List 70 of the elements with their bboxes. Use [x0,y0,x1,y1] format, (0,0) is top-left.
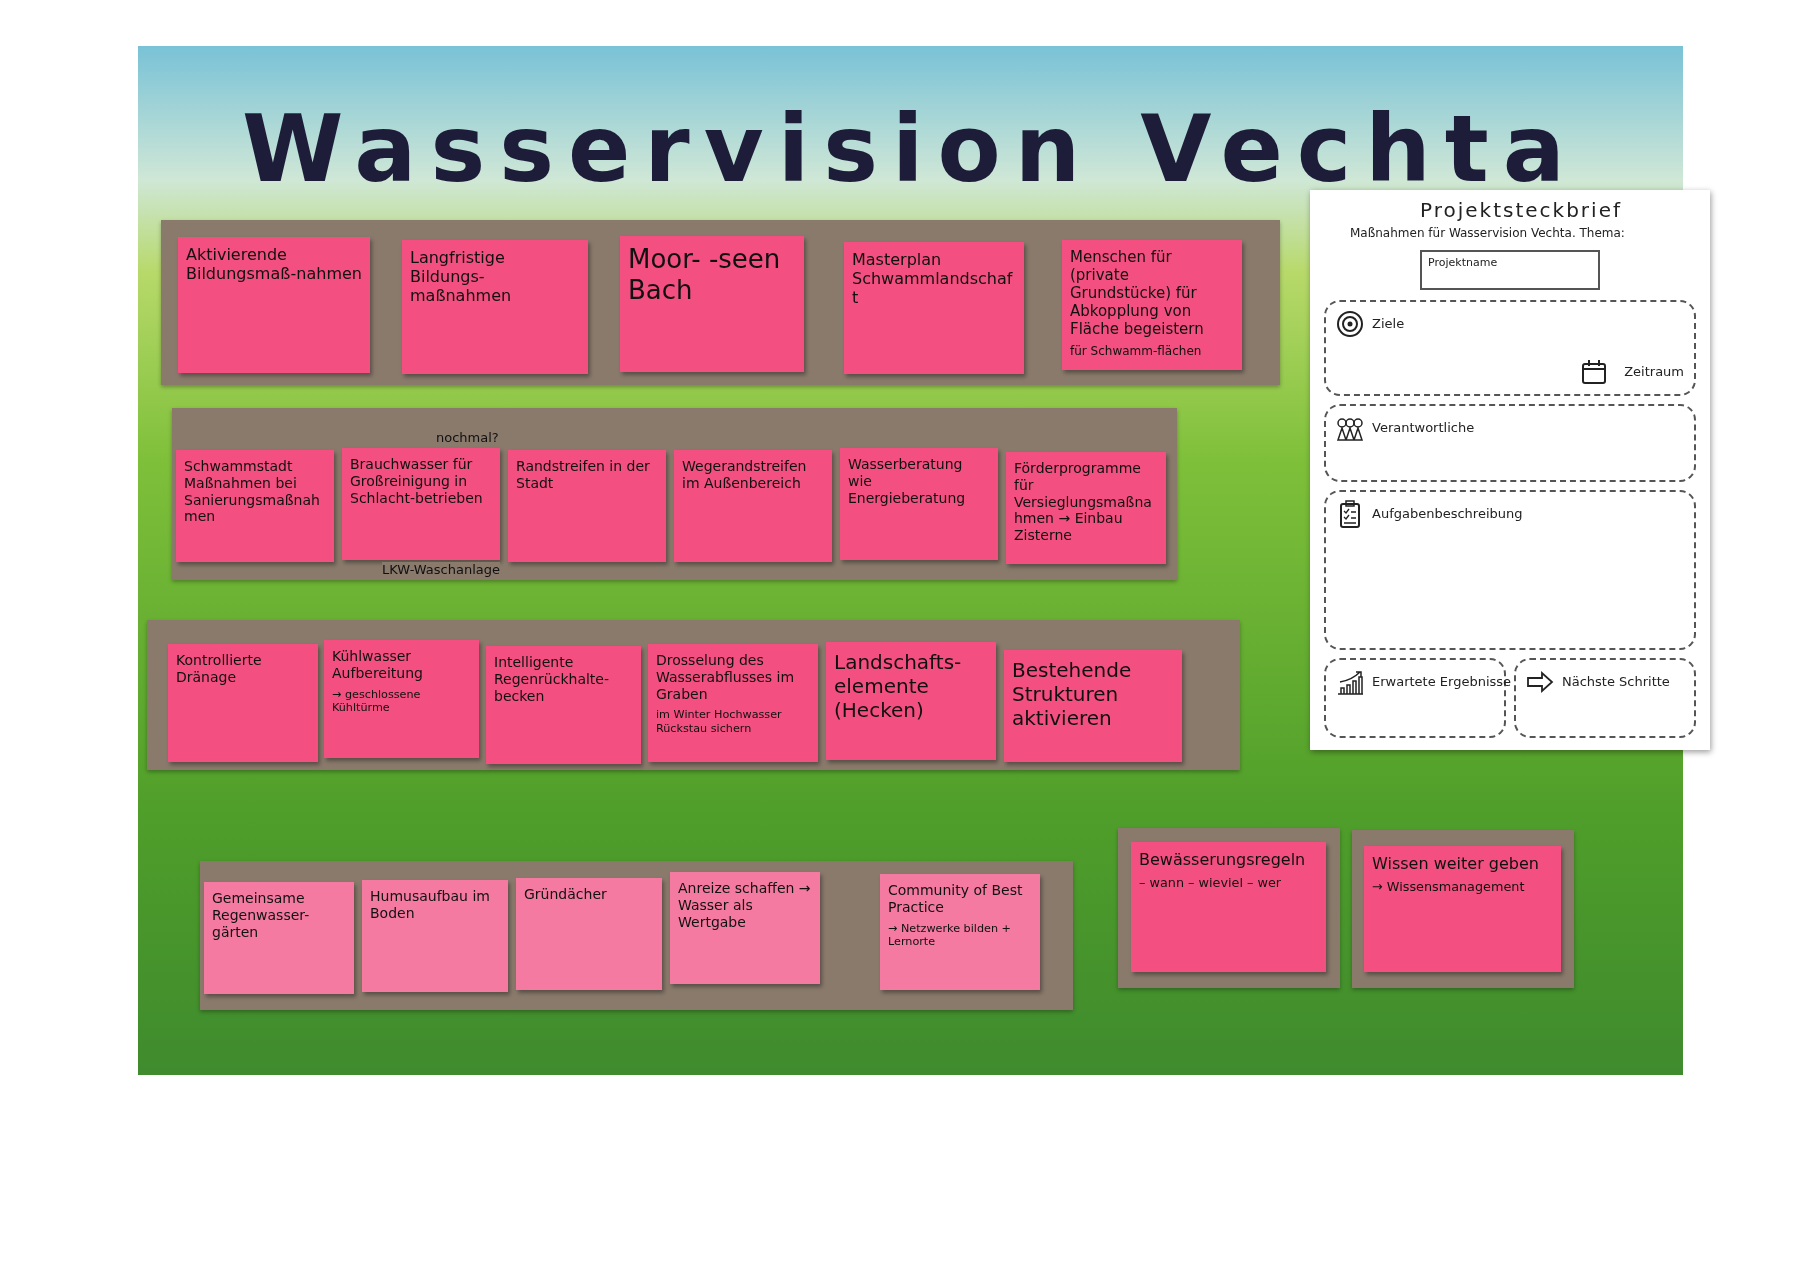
handwritten-note: nochmal? [436,430,499,445]
worksheet-subheading: Maßnahmen für Wasservision Vechta. Thema: [1350,226,1625,240]
section-label: Zeitraum [1624,364,1684,379]
sticky-note [1131,842,1326,972]
sticky-note [880,874,1040,990]
worksheet-card [1310,190,1710,750]
sticky-note [844,242,1024,374]
note-text: Kontrollierte Dränage [176,652,263,686]
section-label: Aufgabenbeschreibung [1372,506,1523,521]
note-text: Anreize schaffen → Wasser als Wertgabe [678,880,812,931]
note-text: Randstreifen in der Stadt [516,458,651,492]
note-text: Wegerandstreifen im Außenbereich [682,458,808,492]
sticky-note [1364,846,1561,972]
sticky-note [176,450,334,562]
sticky-note [674,450,832,562]
note-text: Förderprogramme für Versieglungsmaßnahmen → Einbau Zisterne [1014,460,1153,544]
sticky-note [670,872,820,984]
sticky-note [516,878,662,990]
note-text: im Winter Hochwasser Rückstau sichern [656,708,783,736]
note-text: Gemeinsame Regenwasser-gärten [212,890,311,941]
handwritten-note: LKW-Waschanlage [382,562,500,577]
note-text: Drosselung des Wasserabflusses im Graben [656,652,796,703]
note-text: Brauchwasser für Großreinigung in Schlacht-betrieben [350,456,484,507]
banner-field [1420,250,1600,290]
note-text: → geschlossene Kühltürme [332,687,422,715]
note-text: Aktivierende Bildungsmaß-nahmen [186,245,362,284]
note-text: Bestehende Strukturen aktivieren [1012,658,1133,730]
sticky-note [168,644,318,762]
sticky-note [204,882,354,994]
dashed-section [1324,490,1696,650]
dashed-section [1324,404,1696,482]
note-text: Schwammstadt Maßnahmen bei Sanierungsmaßnahmen [184,458,321,526]
section-label: Ziele [1372,316,1405,331]
dashed-section [1514,658,1696,738]
note-text: → Netzwerke bilden + Lernorte [888,921,1012,949]
sticky-note [324,640,479,758]
section-label: Projektname [1428,256,1498,269]
note-text: Wissen weiter geben [1372,854,1540,874]
note-text: Humusaufbau im Boden [370,888,491,922]
note-text: Wasserberatung wie Energieberatung [848,456,967,507]
note-text: Community of Best Practice [888,882,1024,916]
note-text: Landschafts-elemente (Hecken) [834,650,963,722]
sticky-note [840,448,998,560]
sticky-note [1006,452,1166,564]
sticky-note [648,644,818,762]
sticky-note [1062,240,1242,370]
note-text: Intelligente Regenrückhalte-becken [494,654,610,705]
note-text: Kühlwasser Aufbereitung [332,648,424,682]
note-text: für Schwamm-flächen [1070,344,1203,359]
note-text: Bewässerungsregeln [1139,850,1307,870]
sticky-note [620,236,804,372]
note-text: Masterplan Schwammlandschaft [852,250,1014,308]
sticky-note [178,237,370,373]
sticky-note [826,642,996,760]
sticky-note [486,646,641,764]
note-text: – wann – wieviel – wer [1139,875,1283,891]
note-text: Langfristige Bildungs-maßnahmen [410,248,513,306]
sticky-note [362,880,508,992]
dashed-section [1324,300,1696,396]
sticky-note [1004,650,1182,762]
note-text: → Wissensmanagement [1372,879,1526,895]
section-label: Verantwortliche [1372,420,1475,435]
sticky-note [342,448,500,560]
sticky-note [402,240,588,374]
section-label: Erwartete Ergebnisse [1372,674,1512,689]
note-text: Menschen für (private Grundstücke) für Abkopplung von Fläche begeistern [1070,248,1205,338]
note-text: Gründächer [524,886,608,903]
note-text: Moor- -seen Bach [628,244,782,307]
sticky-note [508,450,666,562]
section-label: Nächste Schritte [1562,674,1670,689]
